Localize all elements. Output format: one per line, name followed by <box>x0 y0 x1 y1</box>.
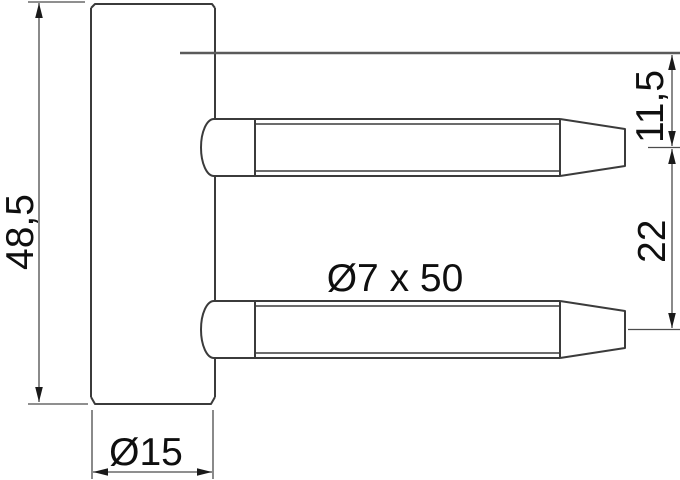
dimension-pin-top-offset: 11,5 <box>629 55 680 149</box>
label-pin-spacing: 22 <box>631 220 674 263</box>
body-outline <box>90 3 216 405</box>
label-body-diameter: Ø15 <box>109 431 183 474</box>
dimension-pin-spacing: 22 <box>628 149 680 331</box>
pin-bottom <box>200 300 626 359</box>
pin-top <box>200 118 626 177</box>
dimension-body-diameter: Ø15 <box>91 410 214 479</box>
label-pin-top-offset: 11,5 <box>629 70 672 143</box>
arrowhead-left <box>93 468 108 476</box>
arrowhead-down <box>668 313 676 328</box>
label-pin-spec: Ø7 x 50 <box>327 257 464 300</box>
pin-bottom-cap-arc <box>200 300 215 359</box>
label-overall-height: 48,5 <box>0 194 42 270</box>
arrowhead-up <box>668 55 676 70</box>
arrowhead-right <box>197 468 212 476</box>
arrowhead-down <box>35 387 43 402</box>
arrowhead-up <box>35 3 43 18</box>
body-bottom-edge <box>90 396 216 405</box>
arrowhead-up <box>668 149 676 164</box>
pin-top-cap-arc <box>200 118 215 177</box>
arrowhead-down <box>668 131 676 146</box>
pin-bottom-taper <box>559 300 626 359</box>
pin-top-taper <box>559 118 626 177</box>
dimension-overall-height: 48,5 <box>0 1 88 405</box>
body-top-edge <box>90 3 216 9</box>
